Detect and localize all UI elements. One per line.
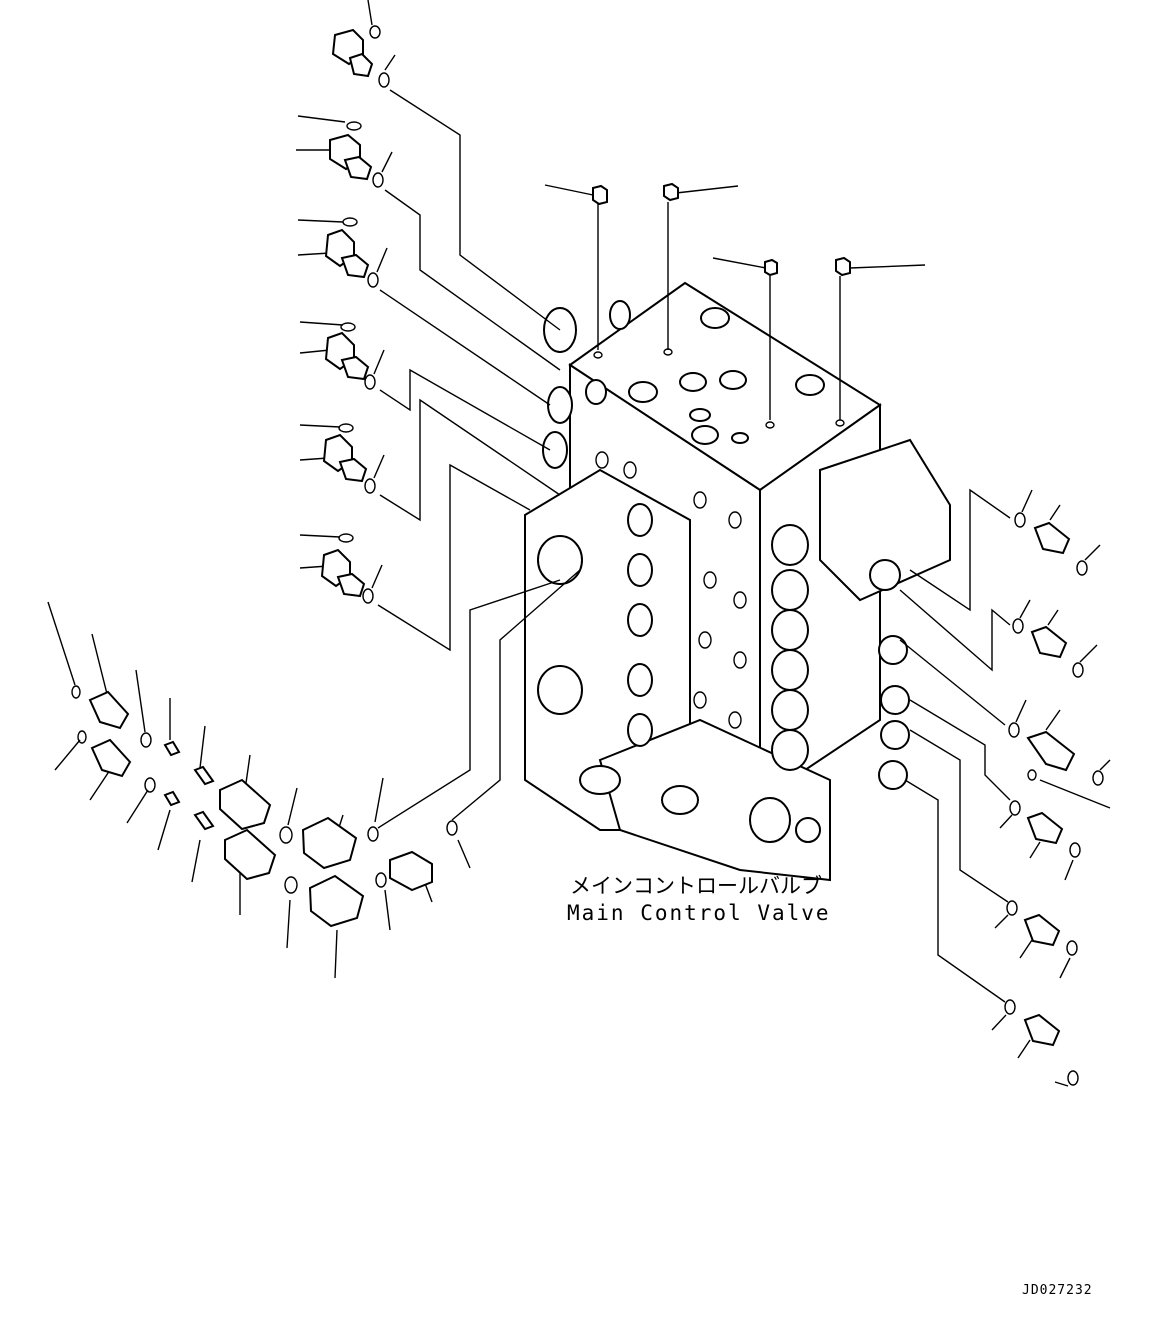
right-fitting-4 <box>910 700 1080 880</box>
plug-2 <box>664 184 738 350</box>
elbow-fitting-2 <box>296 116 560 370</box>
right-fitting-1 <box>910 490 1100 610</box>
plug-4 <box>836 258 925 420</box>
left-elbow-fittings <box>296 0 560 650</box>
left-block-ports <box>538 504 820 842</box>
elbow-fitting-3 <box>298 218 550 405</box>
title-english: Main Control Valve <box>567 901 831 925</box>
right-fittings <box>900 490 1110 1086</box>
plug-1 <box>545 185 607 350</box>
top-caps <box>586 308 824 444</box>
plug-3 <box>713 258 777 420</box>
front-face-ports <box>596 452 746 728</box>
main-control-valve-body <box>525 283 950 880</box>
elbow-fitting-4 <box>300 322 550 450</box>
drawing-code: JD027232 <box>1022 1283 1093 1298</box>
lower-left-parts <box>48 570 580 978</box>
right-fitting-2 <box>900 590 1097 677</box>
right-face-spools <box>772 525 909 789</box>
elbow-fitting-5 <box>300 400 560 520</box>
top-plugs <box>545 184 925 428</box>
right-fitting-3 <box>900 640 1110 808</box>
right-fitting-5 <box>910 730 1077 978</box>
elbow-fitting-1 <box>333 0 560 330</box>
elbow-fitting-6 <box>300 465 530 650</box>
right-fitting-6 <box>905 780 1078 1086</box>
title-japanese: メインコントロールバルブ <box>570 874 822 898</box>
